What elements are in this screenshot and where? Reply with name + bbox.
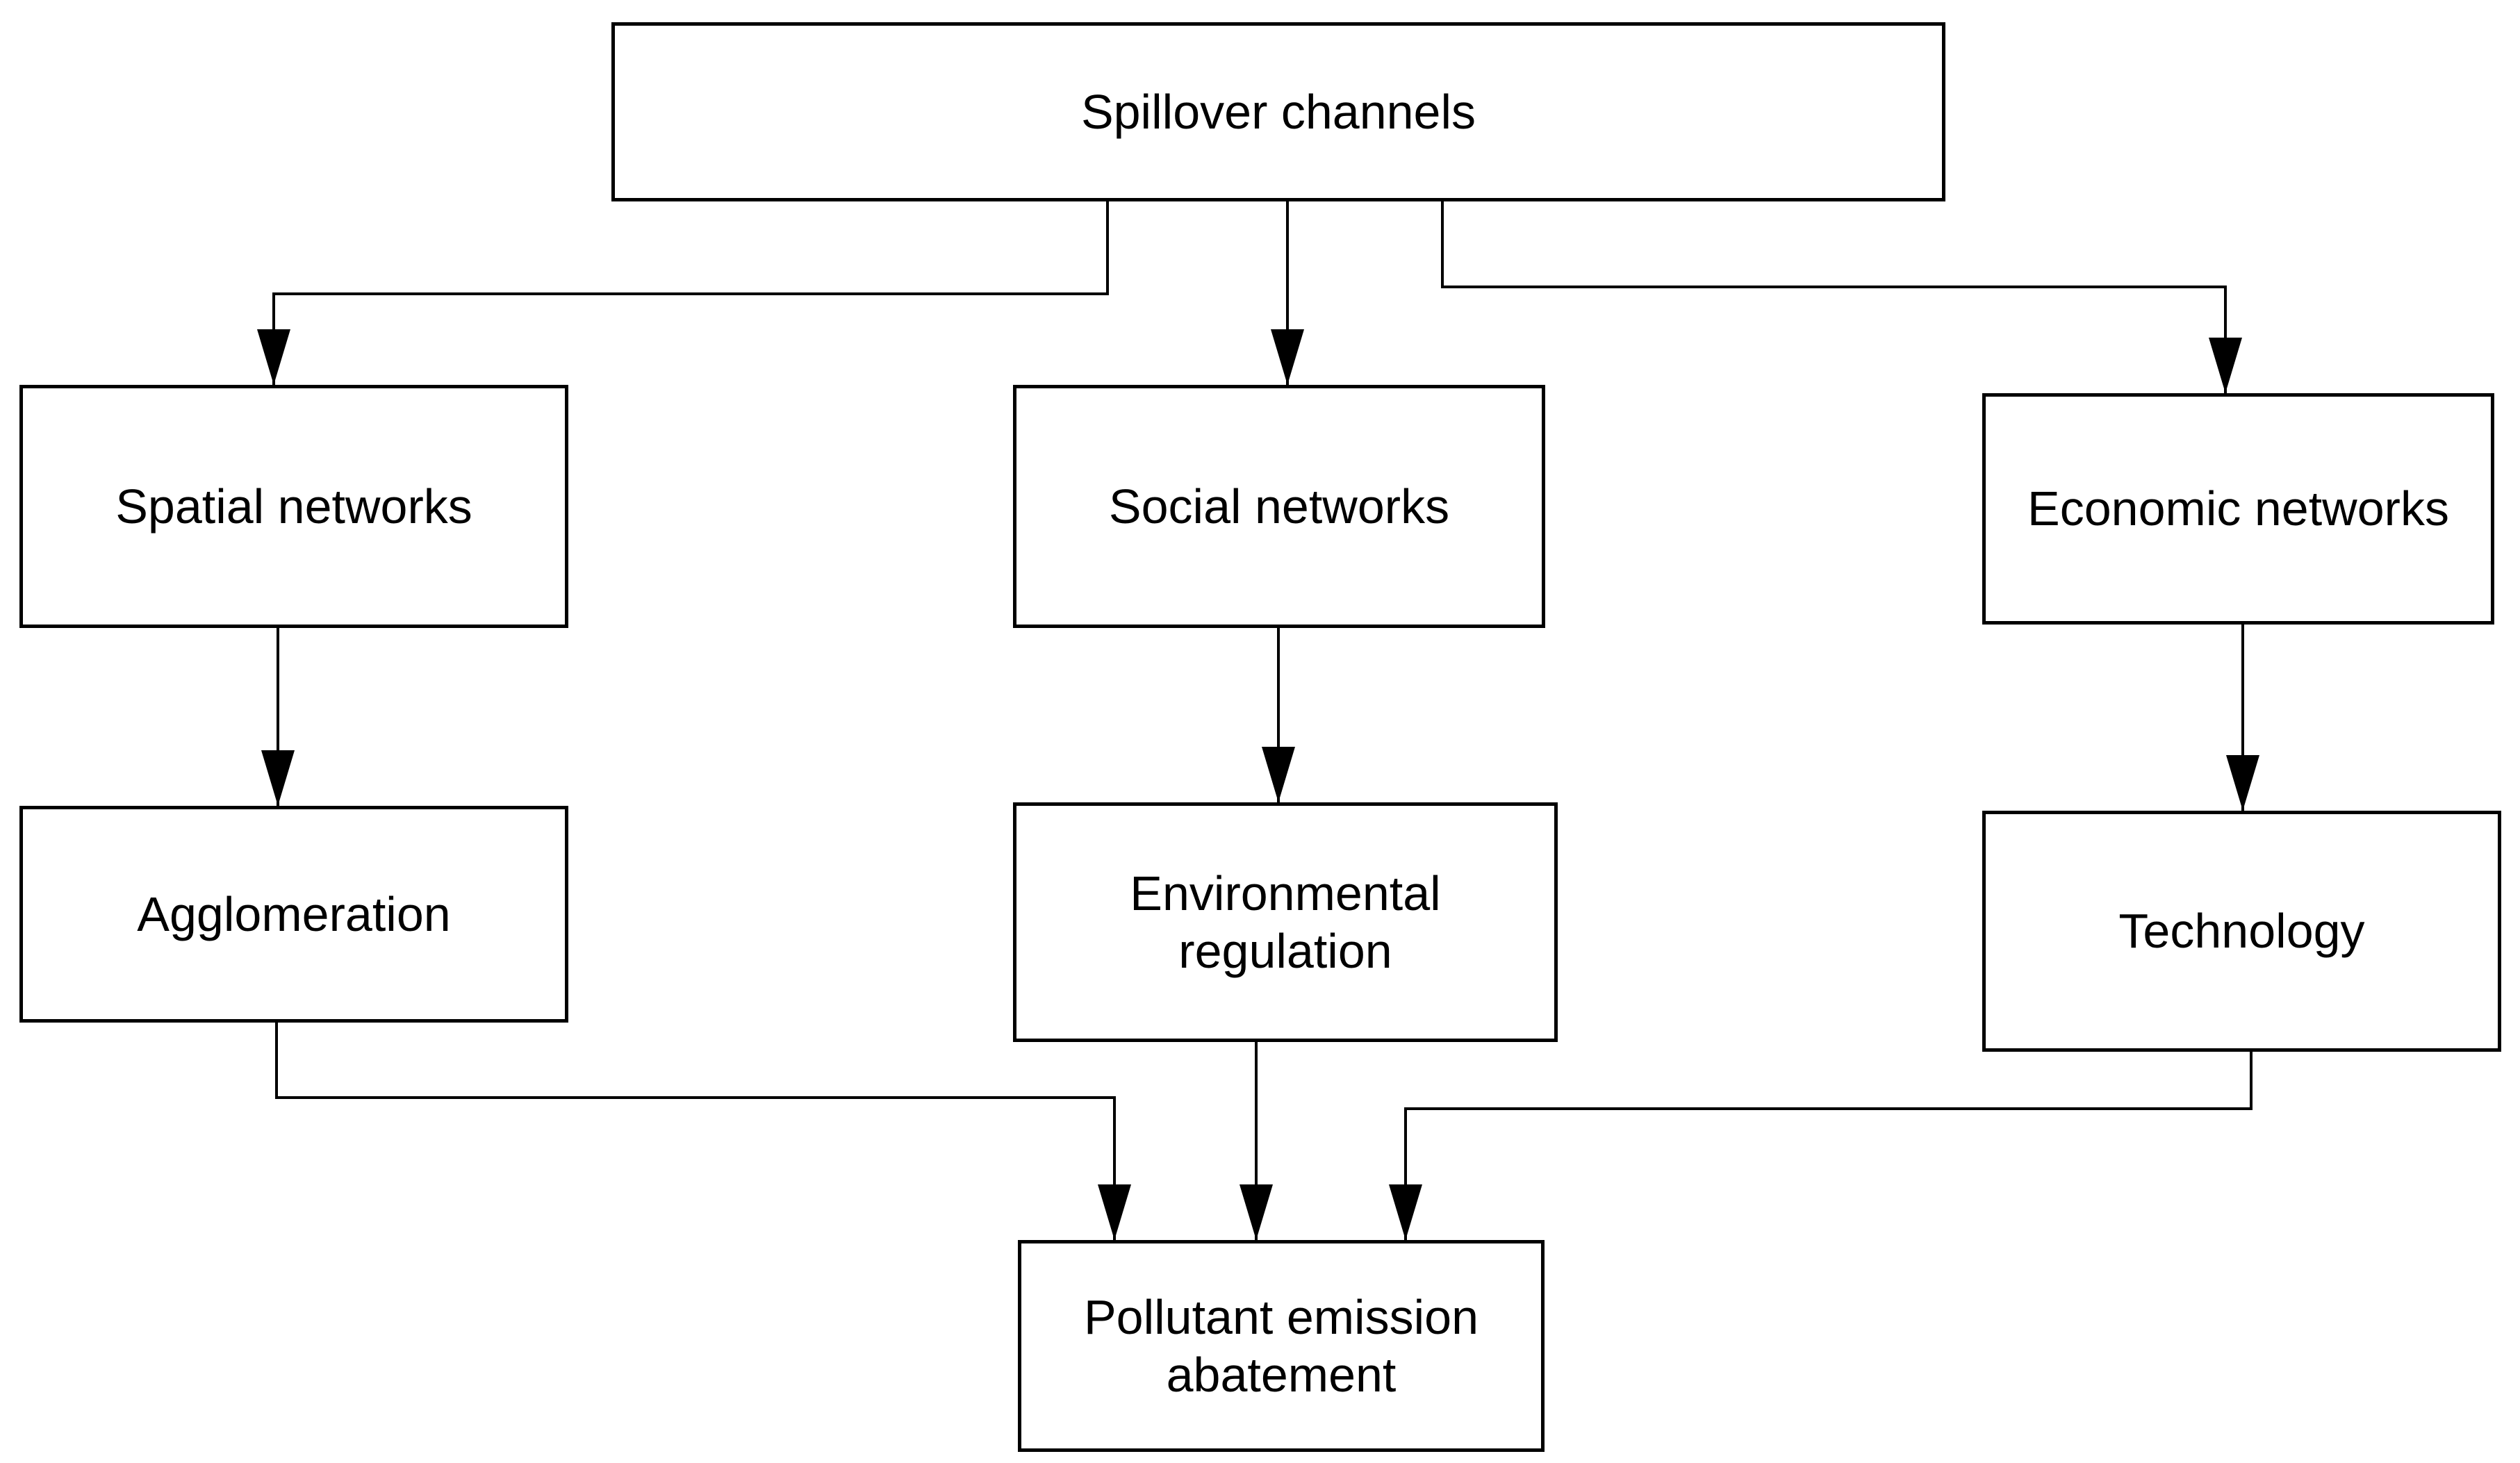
- node-spillover-channels-label: Spillover channels: [1080, 84, 1476, 139]
- node-agglomeration: Agglomeration: [19, 806, 568, 1023]
- edge-spillover-to-economic-networks: [1441, 201, 2242, 393]
- node-environmental-regulation-label: Environmental regulation: [1130, 866, 1441, 978]
- node-spatial-networks: Spatial networks: [19, 385, 568, 628]
- node-economic-networks-label: Economic networks: [2027, 481, 2449, 536]
- node-agglomeration-label: Agglomeration: [137, 886, 451, 941]
- node-economic-networks: Economic networks: [1982, 393, 2494, 625]
- node-social-networks-label: Social networks: [1108, 479, 1450, 534]
- node-social-networks: Social networks: [1013, 385, 1545, 628]
- node-pollutant-emission-abatement-label: Pollutant emission abatement: [1083, 1289, 1479, 1402]
- node-technology-label: Technology: [2118, 904, 2365, 959]
- edge-spillover-to-spatial-networks: [257, 201, 1109, 385]
- node-technology: Technology: [1982, 811, 2501, 1052]
- node-spillover-channels: Spillover channels: [611, 22, 1945, 201]
- edge-agglomeration-to-pollutant-abatement: [275, 1023, 1131, 1240]
- node-pollutant-emission-abatement: Pollutant emission abatement: [1018, 1240, 1545, 1452]
- node-environmental-regulation: Environmental regulation: [1013, 802, 1558, 1042]
- node-spatial-networks-label: Spatial networks: [115, 479, 472, 534]
- edge-technology-to-pollutant-abatement: [1389, 1052, 2253, 1240]
